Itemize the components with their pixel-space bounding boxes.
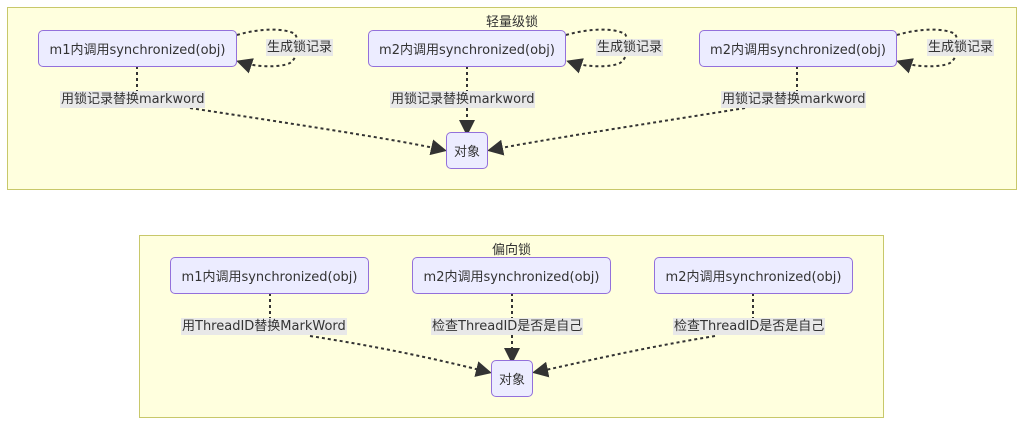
edge-label: 用ThreadID替换MarkWord	[181, 318, 347, 335]
edge-label: 用锁记录替换markword	[721, 91, 867, 108]
object-node[interactable]: 对象	[491, 360, 533, 397]
edge-m3-to-object	[491, 66, 798, 150]
thread-node-m1[interactable]: m1内调用synchronized(obj)	[38, 30, 237, 67]
self-loop-label: 生成锁记录	[266, 39, 334, 56]
edge-label: 检查ThreadID是否是自己	[431, 318, 584, 335]
thread-node-m1[interactable]: m1内调用synchronized(obj)	[170, 257, 369, 294]
thread-node-m2-b[interactable]: m2内调用synchronized(obj)	[699, 30, 897, 67]
self-loop-edge	[565, 28, 629, 74]
edge-m1-to-object	[269, 293, 488, 372]
object-node[interactable]: 对象	[446, 132, 488, 169]
self-loop-label: 生成锁记录	[596, 39, 664, 56]
cluster-title: 轻量级锁	[485, 15, 538, 30]
edge-m1-to-object	[136, 66, 443, 150]
self-loop-edge	[896, 28, 959, 74]
edge-label: 用锁记录替换markword	[60, 91, 206, 108]
thread-node-m2-b[interactable]: m2内调用synchronized(obj)	[654, 257, 853, 294]
self-loop-label: 生成锁记录	[927, 39, 995, 56]
edge-label: 检查ThreadID是否是自己	[673, 318, 826, 335]
self-loop-edge	[236, 28, 299, 74]
edge-label: 用锁记录替换markword	[390, 91, 536, 108]
thread-node-m2[interactable]: m2内调用synchronized(obj)	[368, 30, 566, 67]
thread-node-m2[interactable]: m2内调用synchronized(obj)	[412, 257, 611, 294]
edge-m3-to-object	[536, 293, 754, 372]
cluster-title: 偏向锁	[491, 243, 531, 258]
